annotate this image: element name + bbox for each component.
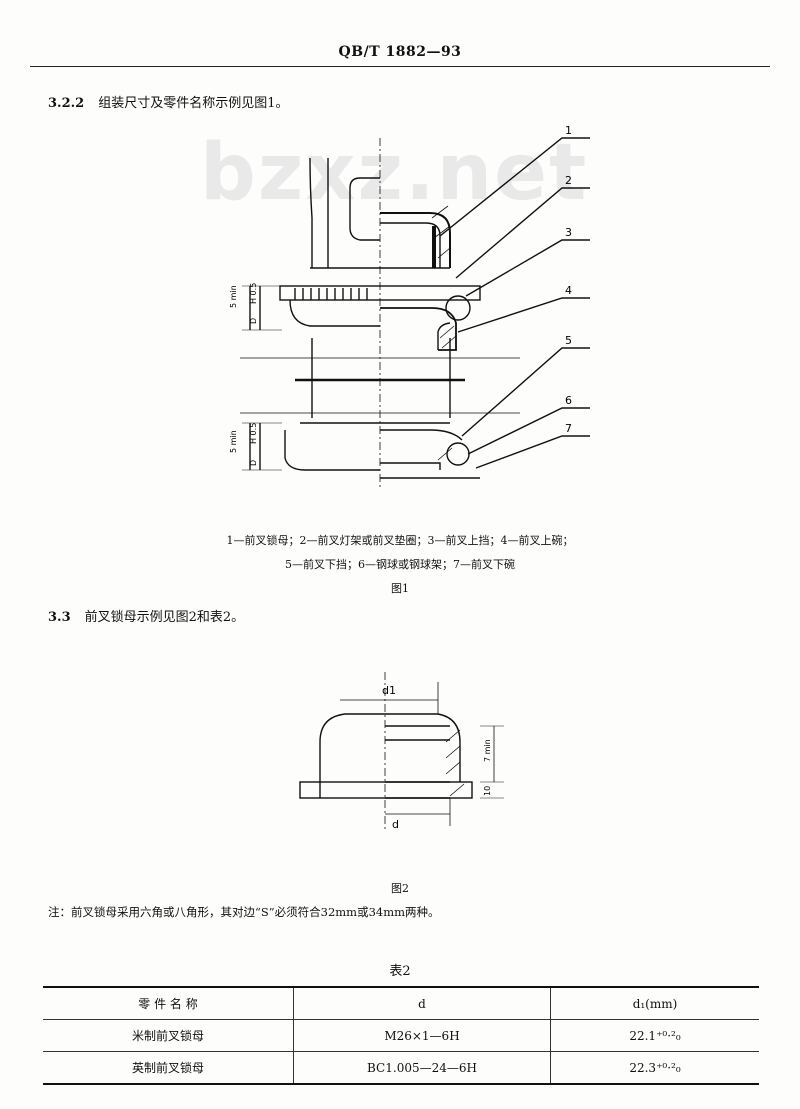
table-2: 零 件 名 称 d d₁(mm) 米制前叉锁母 M26×1—6H 22.1⁺⁰·… — [43, 986, 759, 1085]
dim-label-upper-h: H 0.5 — [249, 283, 258, 304]
figure-1-caption: 图1 — [391, 582, 409, 595]
dim-label-upper-d: D — [249, 318, 258, 324]
callout-4: 4 — [565, 284, 572, 297]
cell-part-name: 英制前叉锁母 — [43, 1051, 294, 1085]
note-text: 注：前叉锁母采用六角或八角形，其对边“S”必须符合32mm或34mm两种。 — [48, 905, 440, 919]
header-part-name: 零 件 名 称 — [43, 986, 294, 1020]
header-d: d — [293, 986, 551, 1020]
header-d1: d₁(mm) — [550, 986, 759, 1020]
table-header-row: 零 件 名 称 d d₁(mm) — [43, 986, 759, 1020]
dim-side-label: 7 min — [483, 739, 492, 762]
figure-1-legend-line-2: 5—前叉下挡；6—钢球或钢球架；7—前叉下碗 — [285, 558, 515, 571]
cell-d: M26×1—6H — [293, 1019, 551, 1052]
cell-d1: 22.3⁺⁰·²₀ — [550, 1051, 759, 1085]
figure-1-legend-line-1: 1—前叉锁母；2—前叉灯架或前叉垫圈；3—前叉上挡；4—前叉上碗； — [226, 534, 574, 547]
callout-5: 5 — [565, 334, 572, 347]
dim-bottom-label: 10 — [483, 786, 492, 796]
figure-2-lock-nut-drawing: d1 d 7 min 10 — [299, 672, 504, 832]
callout-7: 7 — [565, 422, 572, 435]
cell-d: BC1.005—24—6H — [293, 1051, 551, 1085]
standard-code-header: QB/T 1882—93 — [338, 44, 462, 60]
section-text: 前叉锁母示例见图2和表2。 — [84, 610, 245, 625]
dim-label-lower-min: 5 min — [229, 430, 238, 453]
dim-label-lower-d: D — [249, 460, 258, 466]
section-3-2-2: 3.2.2 组装尺寸及零件名称示例见图1。 — [48, 92, 288, 111]
callout-6: 6 — [565, 394, 572, 407]
section-number: 3.2.2 — [48, 96, 85, 111]
cell-part-name: 米制前叉锁母 — [43, 1019, 294, 1052]
dim-label-upper-min: 5 min — [229, 285, 238, 308]
section-text: 组装尺寸及零件名称示例见图1。 — [98, 96, 289, 111]
section-number: 3.3 — [48, 610, 71, 625]
table-2-title: 表2 — [389, 964, 411, 979]
figure-2-caption: 图2 — [391, 882, 409, 895]
watermark: bzxz.net — [200, 128, 589, 218]
table-row: 米制前叉锁母 M26×1—6H 22.1⁺⁰·²₀ — [43, 1019, 759, 1052]
header-rule — [30, 66, 770, 67]
figure-1-assembly-drawing: 1 2 3 4 5 6 7 5 min H 0.5 D 5 min H 0.5 … — [229, 124, 590, 488]
section-3-3: 3.3 前叉锁母示例见图2和表2。 — [48, 606, 244, 625]
cell-d1: 22.1⁺⁰·²₀ — [550, 1019, 759, 1052]
callout-3: 3 — [565, 226, 572, 239]
dim-d-label: d — [392, 818, 399, 831]
dim-d1-label: d1 — [382, 684, 396, 697]
table-row: 英制前叉锁母 BC1.005—24—6H 22.3⁺⁰·²₀ — [43, 1051, 759, 1085]
dim-label-lower-h: H 0.5 — [249, 423, 258, 444]
callout-2: 2 — [565, 174, 572, 187]
callout-1: 1 — [565, 124, 572, 137]
